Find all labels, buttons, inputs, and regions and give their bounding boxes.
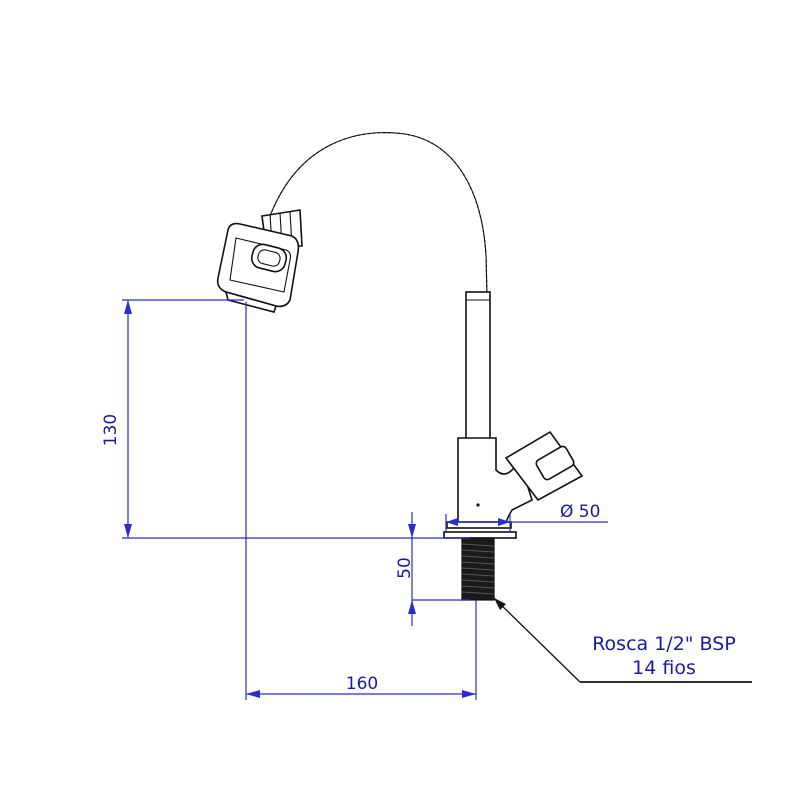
flexible-hose-coils bbox=[269, 132, 488, 297]
dimension-130: 130 bbox=[101, 299, 470, 539]
thread-lines bbox=[461, 543, 495, 595]
dimension-label-diameter: Ø 50 bbox=[560, 502, 600, 522]
dimension-50-height: 50 bbox=[395, 512, 470, 626]
arrow-head bbox=[124, 524, 132, 538]
faucet-body bbox=[216, 132, 584, 601]
dimension-160: 160 bbox=[245, 302, 477, 700]
flexible-hose-outer bbox=[269, 132, 488, 297]
rigid-tube bbox=[465, 291, 491, 443]
flexible-hose-texture bbox=[269, 132, 488, 297]
arrow-head bbox=[246, 690, 260, 698]
dimension-label-50: 50 bbox=[395, 557, 415, 579]
spray-button-inner bbox=[257, 249, 281, 267]
arrow-head bbox=[408, 600, 416, 614]
leader-arrow bbox=[494, 598, 506, 610]
spray-head-nozzle bbox=[224, 290, 278, 313]
arrow-head bbox=[462, 690, 476, 698]
dimension-label-130: 130 bbox=[101, 414, 121, 446]
thread-note-line2: 14 fios bbox=[632, 657, 696, 679]
spray-head-inner bbox=[229, 237, 292, 293]
thread-note-line1: Rosca 1/2" BSP bbox=[592, 633, 736, 655]
dimension-diameter: Ø 50 bbox=[445, 502, 608, 532]
valve-mark bbox=[476, 503, 480, 507]
arrow-head bbox=[446, 518, 458, 526]
thread-note: Rosca 1/2" BSP 14 fios bbox=[493, 597, 752, 683]
base-plate bbox=[443, 531, 517, 539]
arrow-head bbox=[124, 300, 132, 314]
dimension-label-160: 160 bbox=[346, 674, 378, 694]
leader-line bbox=[493, 597, 581, 683]
arrow-head bbox=[498, 518, 510, 526]
valve-handle-slot bbox=[535, 445, 575, 481]
arrow-head bbox=[408, 524, 416, 538]
